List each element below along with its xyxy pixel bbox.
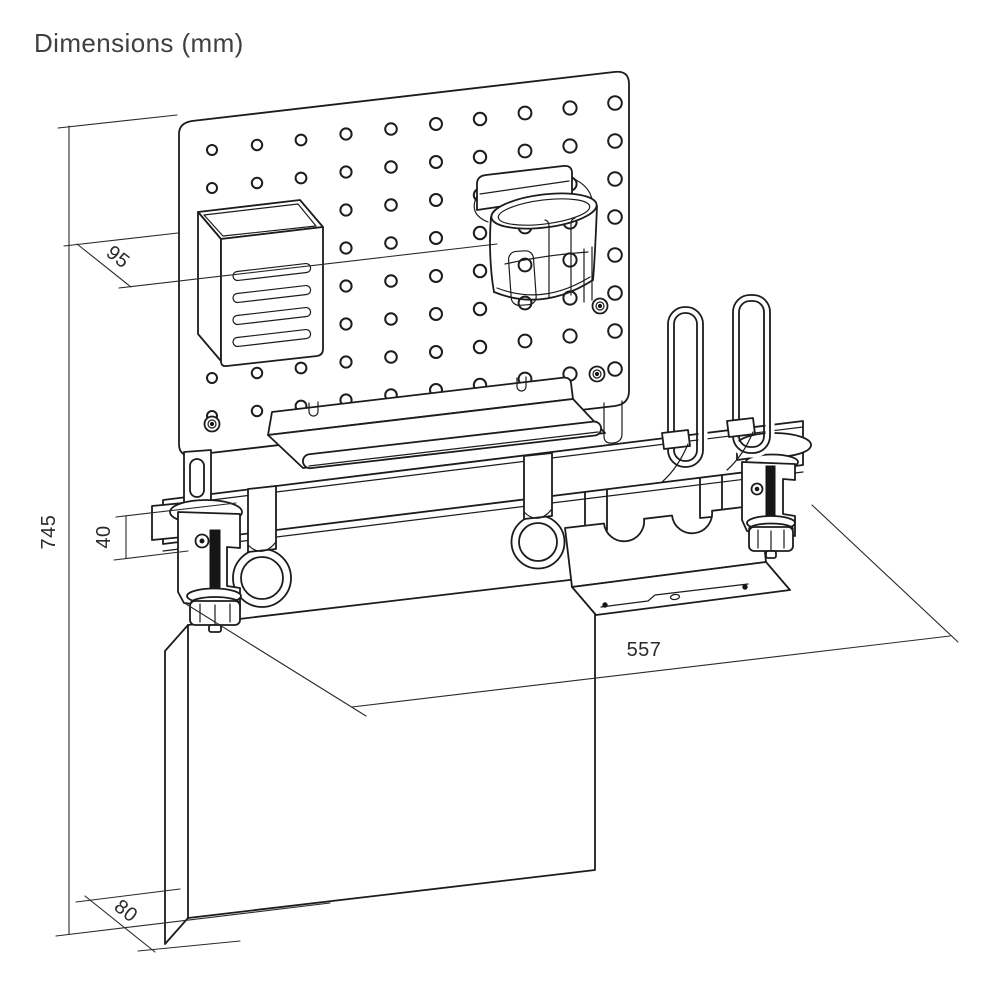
dim-label-95: 95 [102,241,134,273]
shelf-tray [267,376,606,470]
desk-clamp-left [151,449,243,633]
dim-95-extension-long [118,243,498,289]
wire-loop-right [726,290,775,471]
page-title: Dimensions (mm) [34,28,244,58]
dim-label-745: 745 [38,515,60,550]
pen-holder [197,199,324,368]
cup-holder [473,164,598,306]
dimension-overall-height: 745 [38,114,331,937]
desk-panel [164,576,596,945]
hanging-ring-right [510,452,566,570]
dim-label-80: 80 [110,895,142,927]
hanging-ring-left [232,485,292,608]
pen-holder-vents [232,262,312,348]
dimension-holder-depth: 95 [63,232,179,288]
wire-loop-left [661,302,708,483]
dim-label-40: 40 [93,525,115,548]
board-hanger-post [603,400,623,444]
headphone-bracket [564,504,791,616]
pegboard-screw-icon-right [588,297,609,383]
dimension-width: 557 [185,504,959,717]
desk-clamp-right [736,430,812,559]
dimension-clamp-opening: 40 [93,502,237,561]
dim-label-557: 557 [627,639,662,661]
